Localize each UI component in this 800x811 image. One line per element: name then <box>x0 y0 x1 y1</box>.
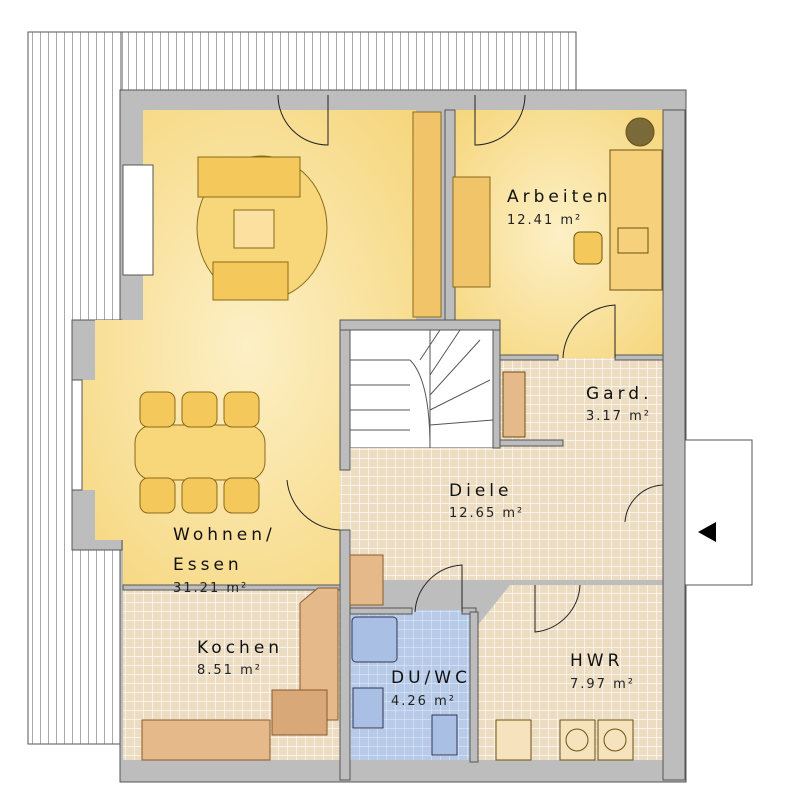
living-furniture <box>134 111 491 514</box>
kitchen-units <box>141 554 384 761</box>
room-label-arbeiten: Arbeiten <box>507 187 612 207</box>
room-area-diele: 12.65 m² <box>449 506 524 521</box>
room-label-hwr: HWR <box>570 651 623 671</box>
room-label-duwc: DU/WC <box>391 668 471 688</box>
stair-treads <box>350 329 494 449</box>
room-area-arbeiten: 12.41 m² <box>507 213 582 228</box>
room-garderobe-floor <box>500 358 663 446</box>
arrow-left-icon <box>698 522 716 542</box>
balcony <box>684 439 753 586</box>
room-area-hwr: 7.97 m² <box>570 677 635 692</box>
room-label-wohnen: Wohnen/ <box>173 525 276 545</box>
room-diele-floor <box>340 330 663 580</box>
room-area-duwc: 4.26 m² <box>391 694 456 709</box>
room-hwr-floor <box>478 585 663 760</box>
bathroom-fixtures <box>351 616 458 756</box>
room-area-wohnen: 31.21 m² <box>173 581 248 596</box>
stairs <box>349 329 494 449</box>
hwr-appliances <box>495 371 634 761</box>
room-area-garderobe: 3.17 m² <box>586 409 651 424</box>
room-label-essen: Essen <box>173 555 243 575</box>
interior-walls <box>122 109 686 781</box>
office-furniture <box>573 117 663 291</box>
room-label-kochen: Kochen <box>197 638 283 658</box>
room-area-kochen: 8.51 m² <box>197 663 262 678</box>
room-label-diele: Diele <box>449 481 512 501</box>
room-label-garderobe: Gard. <box>586 384 652 404</box>
door-swings <box>277 94 664 633</box>
